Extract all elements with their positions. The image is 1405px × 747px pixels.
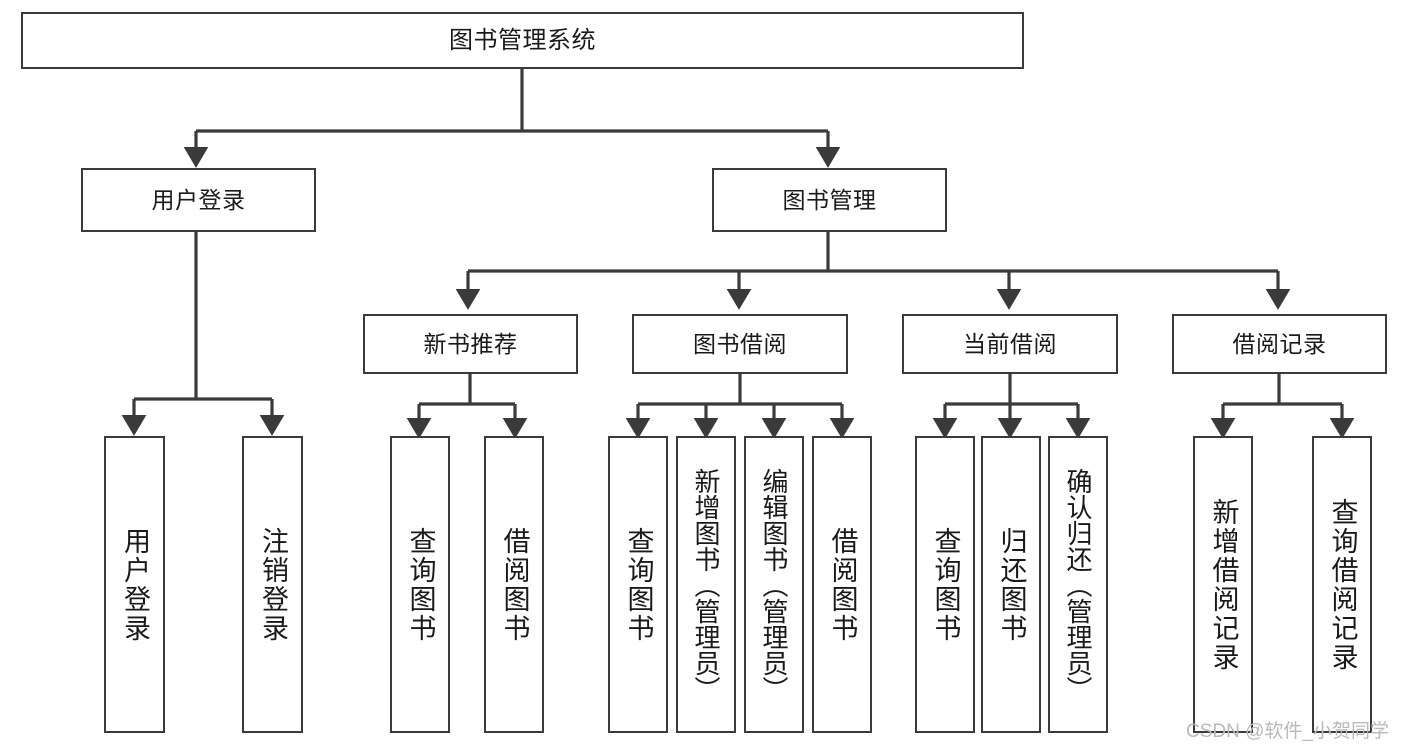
node-leaf-query-record-label: 查询借阅记录 [1327,497,1358,672]
node-book-borrow-label: 图书借阅 [693,330,787,357]
node-leaf-edit-book[interactable]: 编辑图书（管理员） [744,436,804,733]
node-leaf-borrow-book-1-label: 借阅图书 [499,526,530,643]
node-user-login-label: 用户登录 [151,186,246,213]
node-leaf-query-book-2-label: 查询图书 [623,526,654,643]
node-leaf-borrow-book-2[interactable]: 借阅图书 [812,436,872,733]
node-leaf-user-login[interactable]: 用户登录 [104,436,165,733]
node-leaf-edit-book-label: 编辑图书（管理员） [759,467,789,702]
csdn-watermark: CSDN @软件_小贺同学 [1186,721,1389,742]
node-leaf-query-book-1-label: 查询图书 [405,526,436,643]
node-root-label: 图书管理系统 [449,26,596,54]
node-root[interactable]: 图书管理系统 [21,12,1024,69]
node-leaf-query-book-1[interactable]: 查询图书 [390,436,450,733]
node-leaf-borrow-book-2-label: 借阅图书 [827,526,858,643]
node-leaf-query-book-3-label: 查询图书 [930,526,961,643]
node-borrow-record-label: 借阅记录 [1232,330,1327,357]
node-book-manage-label: 图书管理 [782,186,877,213]
node-leaf-logout-label: 注销登录 [258,526,288,643]
node-borrow-record[interactable]: 借阅记录 [1172,314,1387,374]
node-leaf-logout[interactable]: 注销登录 [242,436,303,733]
node-leaf-add-record[interactable]: 新增借阅记录 [1193,436,1253,733]
node-leaf-add-book[interactable]: 新增图书（管理员） [676,436,736,733]
node-book-manage[interactable]: 图书管理 [712,168,947,232]
node-leaf-confirm-return[interactable]: 确认归还（管理员） [1048,436,1108,733]
node-leaf-query-record[interactable]: 查询借阅记录 [1312,436,1372,733]
node-current-borrow-label: 当前借阅 [963,330,1057,357]
node-leaf-return-book[interactable]: 归还图书 [981,436,1041,733]
node-leaf-return-book-label: 归还图书 [996,526,1027,643]
node-leaf-user-login-label: 用户登录 [120,526,150,643]
node-book-borrow[interactable]: 图书借阅 [632,314,848,374]
node-new-book-recommend-label: 新书推荐 [423,330,518,357]
node-new-book-recommend[interactable]: 新书推荐 [363,314,578,374]
node-leaf-borrow-book-1[interactable]: 借阅图书 [484,436,544,733]
node-current-borrow[interactable]: 当前借阅 [902,314,1118,374]
node-user-login[interactable]: 用户登录 [81,168,316,232]
node-leaf-query-book-2[interactable]: 查询图书 [608,436,668,733]
node-leaf-query-book-3[interactable]: 查询图书 [915,436,975,733]
node-leaf-add-record-label: 新增借阅记录 [1208,497,1239,672]
node-leaf-confirm-return-label: 确认归还（管理员） [1063,467,1093,702]
node-leaf-add-book-label: 新增图书（管理员） [691,467,721,702]
